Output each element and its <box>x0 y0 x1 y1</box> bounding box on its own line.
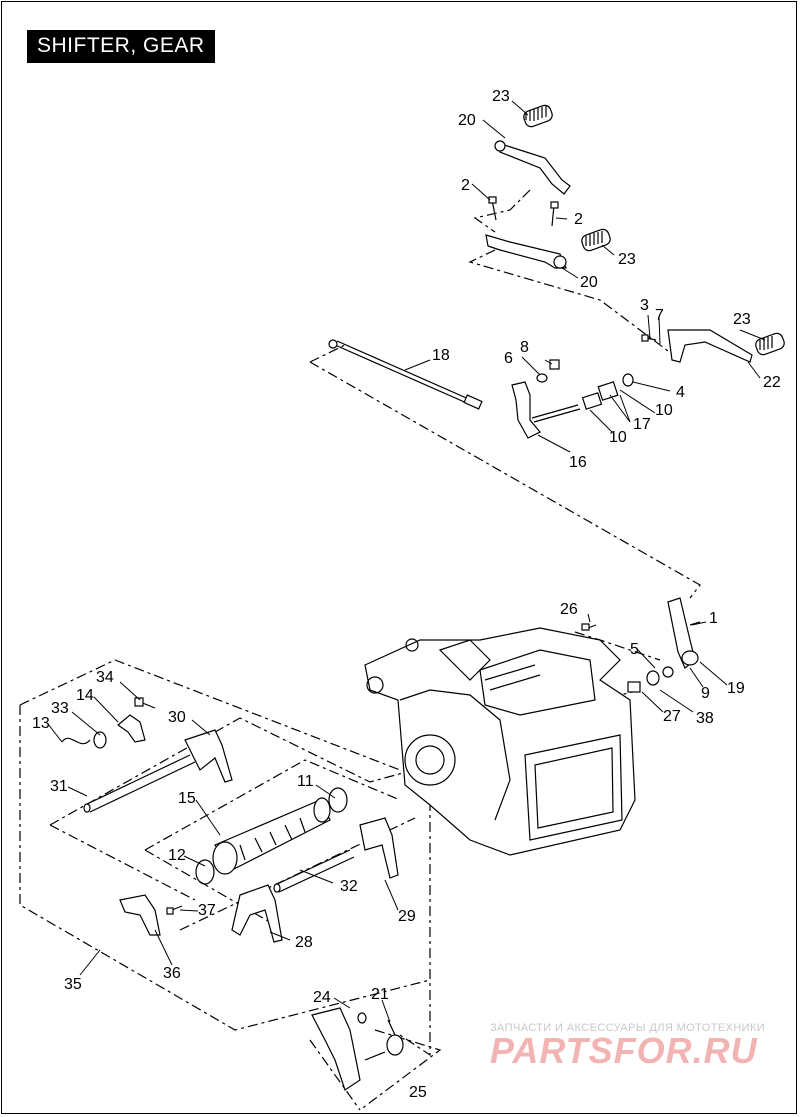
callout-17: 17 <box>633 416 651 433</box>
shift-rod <box>328 339 483 410</box>
callout-12: 12 <box>168 847 186 864</box>
callout-23a: 23 <box>492 88 510 105</box>
callout-29: 29 <box>398 908 416 925</box>
callout-19: 19 <box>727 680 745 697</box>
callout-7: 7 <box>655 307 664 324</box>
detent-assembly <box>61 697 161 936</box>
fork-shafts <box>83 754 355 893</box>
page-title: SHIFTER, GEAR <box>27 30 215 63</box>
callout-34: 34 <box>96 669 114 686</box>
callout-6: 6 <box>504 350 513 367</box>
transmission-housing <box>364 627 636 856</box>
shifter-shaft-lever <box>511 359 634 439</box>
callout-20a: 20 <box>458 112 476 129</box>
callout-16: 16 <box>569 454 587 471</box>
callout-30: 30 <box>168 709 186 726</box>
callout-24: 24 <box>313 989 331 1006</box>
callout-32: 32 <box>340 878 358 895</box>
callout-18: 18 <box>432 347 450 364</box>
callout-21: 21 <box>371 986 389 1003</box>
callout-9: 9 <box>701 685 710 702</box>
watermark-caption: ЗАПЧАСТИ И АКСЕССУАРЫ ДЛЯ МОТОТЕХНИКИ <box>490 1022 766 1034</box>
callout-38: 38 <box>696 710 714 727</box>
callout-23b: 23 <box>618 251 636 268</box>
callout-2b: 2 <box>574 211 583 228</box>
page-number: 25 <box>409 1084 427 1101</box>
callout-15: 15 <box>178 790 196 807</box>
leader-lines <box>47 100 766 1023</box>
callout-1: 1 <box>709 610 718 627</box>
callout-10b: 10 <box>609 429 627 446</box>
callout-14: 14 <box>76 687 94 704</box>
callout-27: 27 <box>663 708 681 725</box>
callout-10a: 10 <box>655 402 673 419</box>
shifter-lever-lower <box>485 228 611 269</box>
shifter-bracket <box>311 1007 404 1091</box>
shift-pawl-lever <box>627 597 701 693</box>
bolts <box>166 196 657 915</box>
callout-3: 3 <box>640 297 649 314</box>
callout-2a: 2 <box>461 177 470 194</box>
shift-forks <box>184 729 399 943</box>
callout-31: 31 <box>50 778 68 795</box>
callout-22: 22 <box>763 374 781 391</box>
callout-8: 8 <box>520 339 529 356</box>
callout-labels: 1 2 2 3 4 5 6 7 8 9 10 10 11 12 13 14 15… <box>32 88 781 1006</box>
callout-23c: 23 <box>733 311 751 328</box>
callout-28: 28 <box>295 934 313 951</box>
callout-4: 4 <box>676 384 685 401</box>
callout-33: 33 <box>51 700 69 717</box>
callout-13: 13 <box>32 715 50 732</box>
callout-26: 26 <box>560 601 578 618</box>
callout-37: 37 <box>198 902 216 919</box>
callout-20b: 20 <box>580 274 598 291</box>
shift-drum <box>195 787 348 885</box>
callout-35: 35 <box>64 976 82 993</box>
callout-11: 11 <box>297 773 314 790</box>
heel-toe-lever <box>667 329 785 363</box>
watermark-brand: PARTSFOR.RU <box>490 1030 758 1071</box>
callout-5: 5 <box>630 641 639 658</box>
shifter-lever-upper <box>494 104 571 195</box>
callout-36: 36 <box>163 965 181 982</box>
